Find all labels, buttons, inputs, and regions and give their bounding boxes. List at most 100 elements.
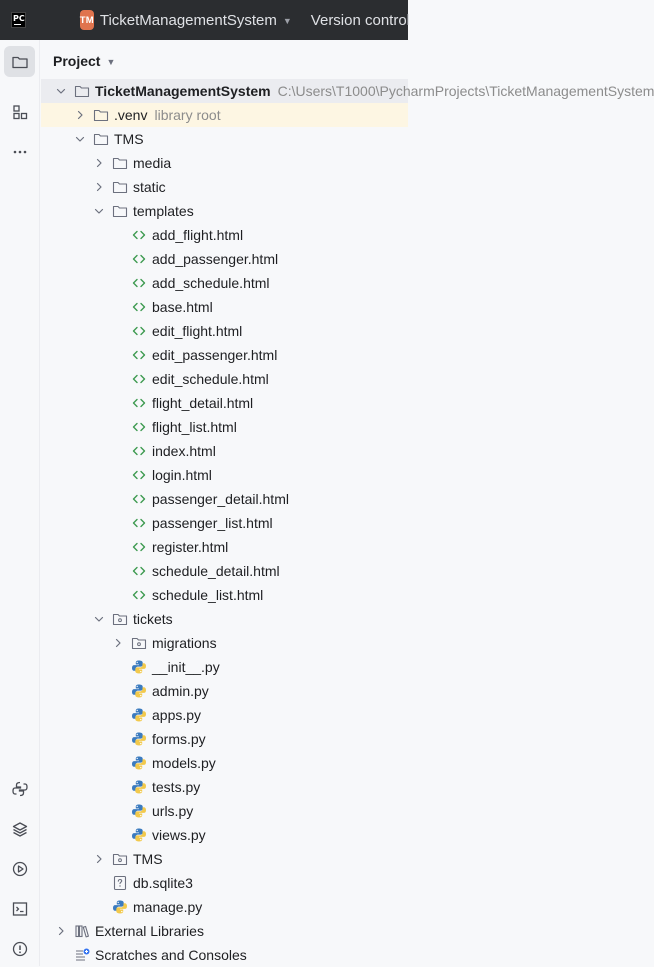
tree-node-add-schedule-html[interactable]: add_schedule.html [41, 271, 408, 295]
tree-node-urls-py[interactable]: urls.py [41, 799, 408, 823]
package-folder-icon [112, 611, 128, 627]
node-name: .venv [114, 107, 148, 123]
more-icon[interactable] [4, 136, 35, 167]
node-name: base.html [152, 299, 213, 315]
tree-node-tests-py[interactable]: tests.py [41, 775, 408, 799]
project-badge[interactable]: TM [79, 10, 94, 30]
tree-node-label: add_schedule.html [152, 275, 270, 291]
python-file-icon [131, 803, 147, 819]
node-name: add_flight.html [152, 227, 244, 243]
tree-node-login-html[interactable]: login.html [41, 463, 408, 487]
tree-node-base-html[interactable]: base.html [41, 295, 408, 319]
project-selector[interactable]: TicketManagementSystem [99, 11, 277, 29]
node-name: TMS [133, 851, 163, 867]
tree-node-edit-schedule-html[interactable]: edit_schedule.html [41, 367, 408, 391]
tree-node-flight-detail-html[interactable]: flight_detail.html [41, 391, 408, 415]
chevron-right-icon[interactable] [75, 110, 85, 120]
scratches-icon [74, 947, 90, 963]
node-name: TMS [114, 131, 144, 147]
tree-node-apps-py[interactable]: apps.py [41, 703, 408, 727]
tree-node-views-py[interactable]: views.py [41, 823, 408, 847]
tree-node-index-html[interactable]: index.html [41, 439, 408, 463]
tree-node-admin-py[interactable]: admin.py [41, 679, 408, 703]
chevron-right-icon[interactable] [56, 926, 66, 936]
tree-node-external-libraries[interactable]: External Libraries [41, 919, 408, 943]
tree-node-label: edit_flight.html [152, 323, 242, 339]
tree-node-schedule-list-html[interactable]: schedule_list.html [41, 583, 408, 607]
panel-title[interactable]: Project [53, 53, 101, 69]
node-name: add_passenger.html [152, 251, 279, 267]
tree-node-label: manage.py [133, 899, 202, 915]
html-file-icon [131, 419, 147, 435]
chevron-down-icon[interactable] [56, 86, 66, 96]
node-name: edit_flight.html [152, 323, 243, 339]
tree-node-venv[interactable]: .venv library root [41, 103, 408, 127]
node-name: static [133, 179, 166, 195]
node-name: models.py [152, 755, 216, 771]
tree-node-init-py[interactable]: __init__.py [41, 655, 408, 679]
tree-node-label: forms.py [152, 731, 206, 747]
library-icon [74, 923, 90, 939]
node-name: apps.py [152, 707, 202, 723]
pycharm-logo-icon[interactable]: PC [11, 12, 26, 28]
tree-node-label: login.html [152, 467, 212, 483]
tree-node-tms[interactable]: TMS [41, 127, 408, 151]
structure-icon[interactable] [4, 96, 35, 127]
chevron-down-icon[interactable]: ▼ [106, 57, 116, 67]
tree-node-tickets[interactable]: tickets [41, 607, 408, 631]
tree-node-label: Scratches and Consoles [95, 947, 247, 963]
tree-node-static[interactable]: static [41, 175, 408, 199]
python-console-icon[interactable] [4, 773, 35, 804]
tree-node-tms[interactable]: TMS [41, 847, 408, 871]
tree-node-label: register.html [152, 539, 228, 555]
project-folder-icon[interactable] [4, 46, 35, 77]
node-name: passenger_list.html [152, 515, 273, 531]
chevron-right-icon[interactable] [113, 638, 123, 648]
version-control-menu[interactable]: Version control [310, 11, 411, 29]
tree-node-migrations[interactable]: migrations [41, 631, 408, 655]
tree-node-register-html[interactable]: register.html [41, 535, 408, 559]
tree-node-edit-flight-html[interactable]: edit_flight.html [41, 319, 408, 343]
chevron-right-icon[interactable] [94, 182, 104, 192]
node-name: urls.py [152, 803, 194, 819]
tree-node-templates[interactable]: templates [41, 199, 408, 223]
tree-node-add-passenger-html[interactable]: add_passenger.html [41, 247, 408, 271]
folder-icon [93, 107, 109, 123]
chevron-right-icon[interactable] [94, 854, 104, 864]
problems-icon[interactable] [4, 933, 35, 964]
tree-node-models-py[interactable]: models.py [41, 751, 408, 775]
tree-node-passenger-list-html[interactable]: passenger_list.html [41, 511, 408, 535]
tree-node-label: flight_detail.html [152, 395, 253, 411]
python-file-icon [131, 827, 147, 843]
tree-node-add-flight-html[interactable]: add_flight.html [41, 223, 408, 247]
terminal-icon[interactable] [4, 893, 35, 924]
node-name: migrations [152, 635, 217, 651]
tool-window-strip [0, 40, 40, 966]
html-file-icon [131, 251, 147, 267]
tree-node-manage-py[interactable]: manage.py [41, 895, 408, 919]
chevron-down-icon[interactable] [94, 614, 104, 624]
chevron-down-icon[interactable] [75, 134, 85, 144]
tree-node-edit-passenger-html[interactable]: edit_passenger.html [41, 343, 408, 367]
tree-node-schedule-detail-html[interactable]: schedule_detail.html [41, 559, 408, 583]
chevron-down-icon[interactable]: ▼ [282, 16, 292, 26]
tree-node-db-sqlite3[interactable]: db.sqlite3 [41, 871, 408, 895]
tree-node-label: edit_passenger.html [152, 347, 277, 363]
tree-node-passenger-detail-html[interactable]: passenger_detail.html [41, 487, 408, 511]
node-hint: library root [154, 107, 221, 123]
tree-node-forms-py[interactable]: forms.py [41, 727, 408, 751]
tree-node-media[interactable]: media [41, 151, 408, 175]
tree-node-flight-list-html[interactable]: flight_list.html [41, 415, 408, 439]
tree-node-label: urls.py [152, 803, 193, 819]
folder-icon [74, 83, 90, 99]
node-name: edit_passenger.html [152, 347, 278, 363]
tree-node-scratches-and-consoles[interactable]: Scratches and Consoles [41, 943, 408, 967]
node-name: Scratches and Consoles [95, 947, 247, 963]
chevron-down-icon[interactable] [94, 206, 104, 216]
run-icon[interactable] [4, 853, 35, 884]
tree-node-label: .venv library root [114, 107, 221, 123]
chevron-right-icon[interactable] [94, 158, 104, 168]
layers-icon[interactable] [4, 813, 35, 844]
node-name: flight_detail.html [152, 395, 254, 411]
